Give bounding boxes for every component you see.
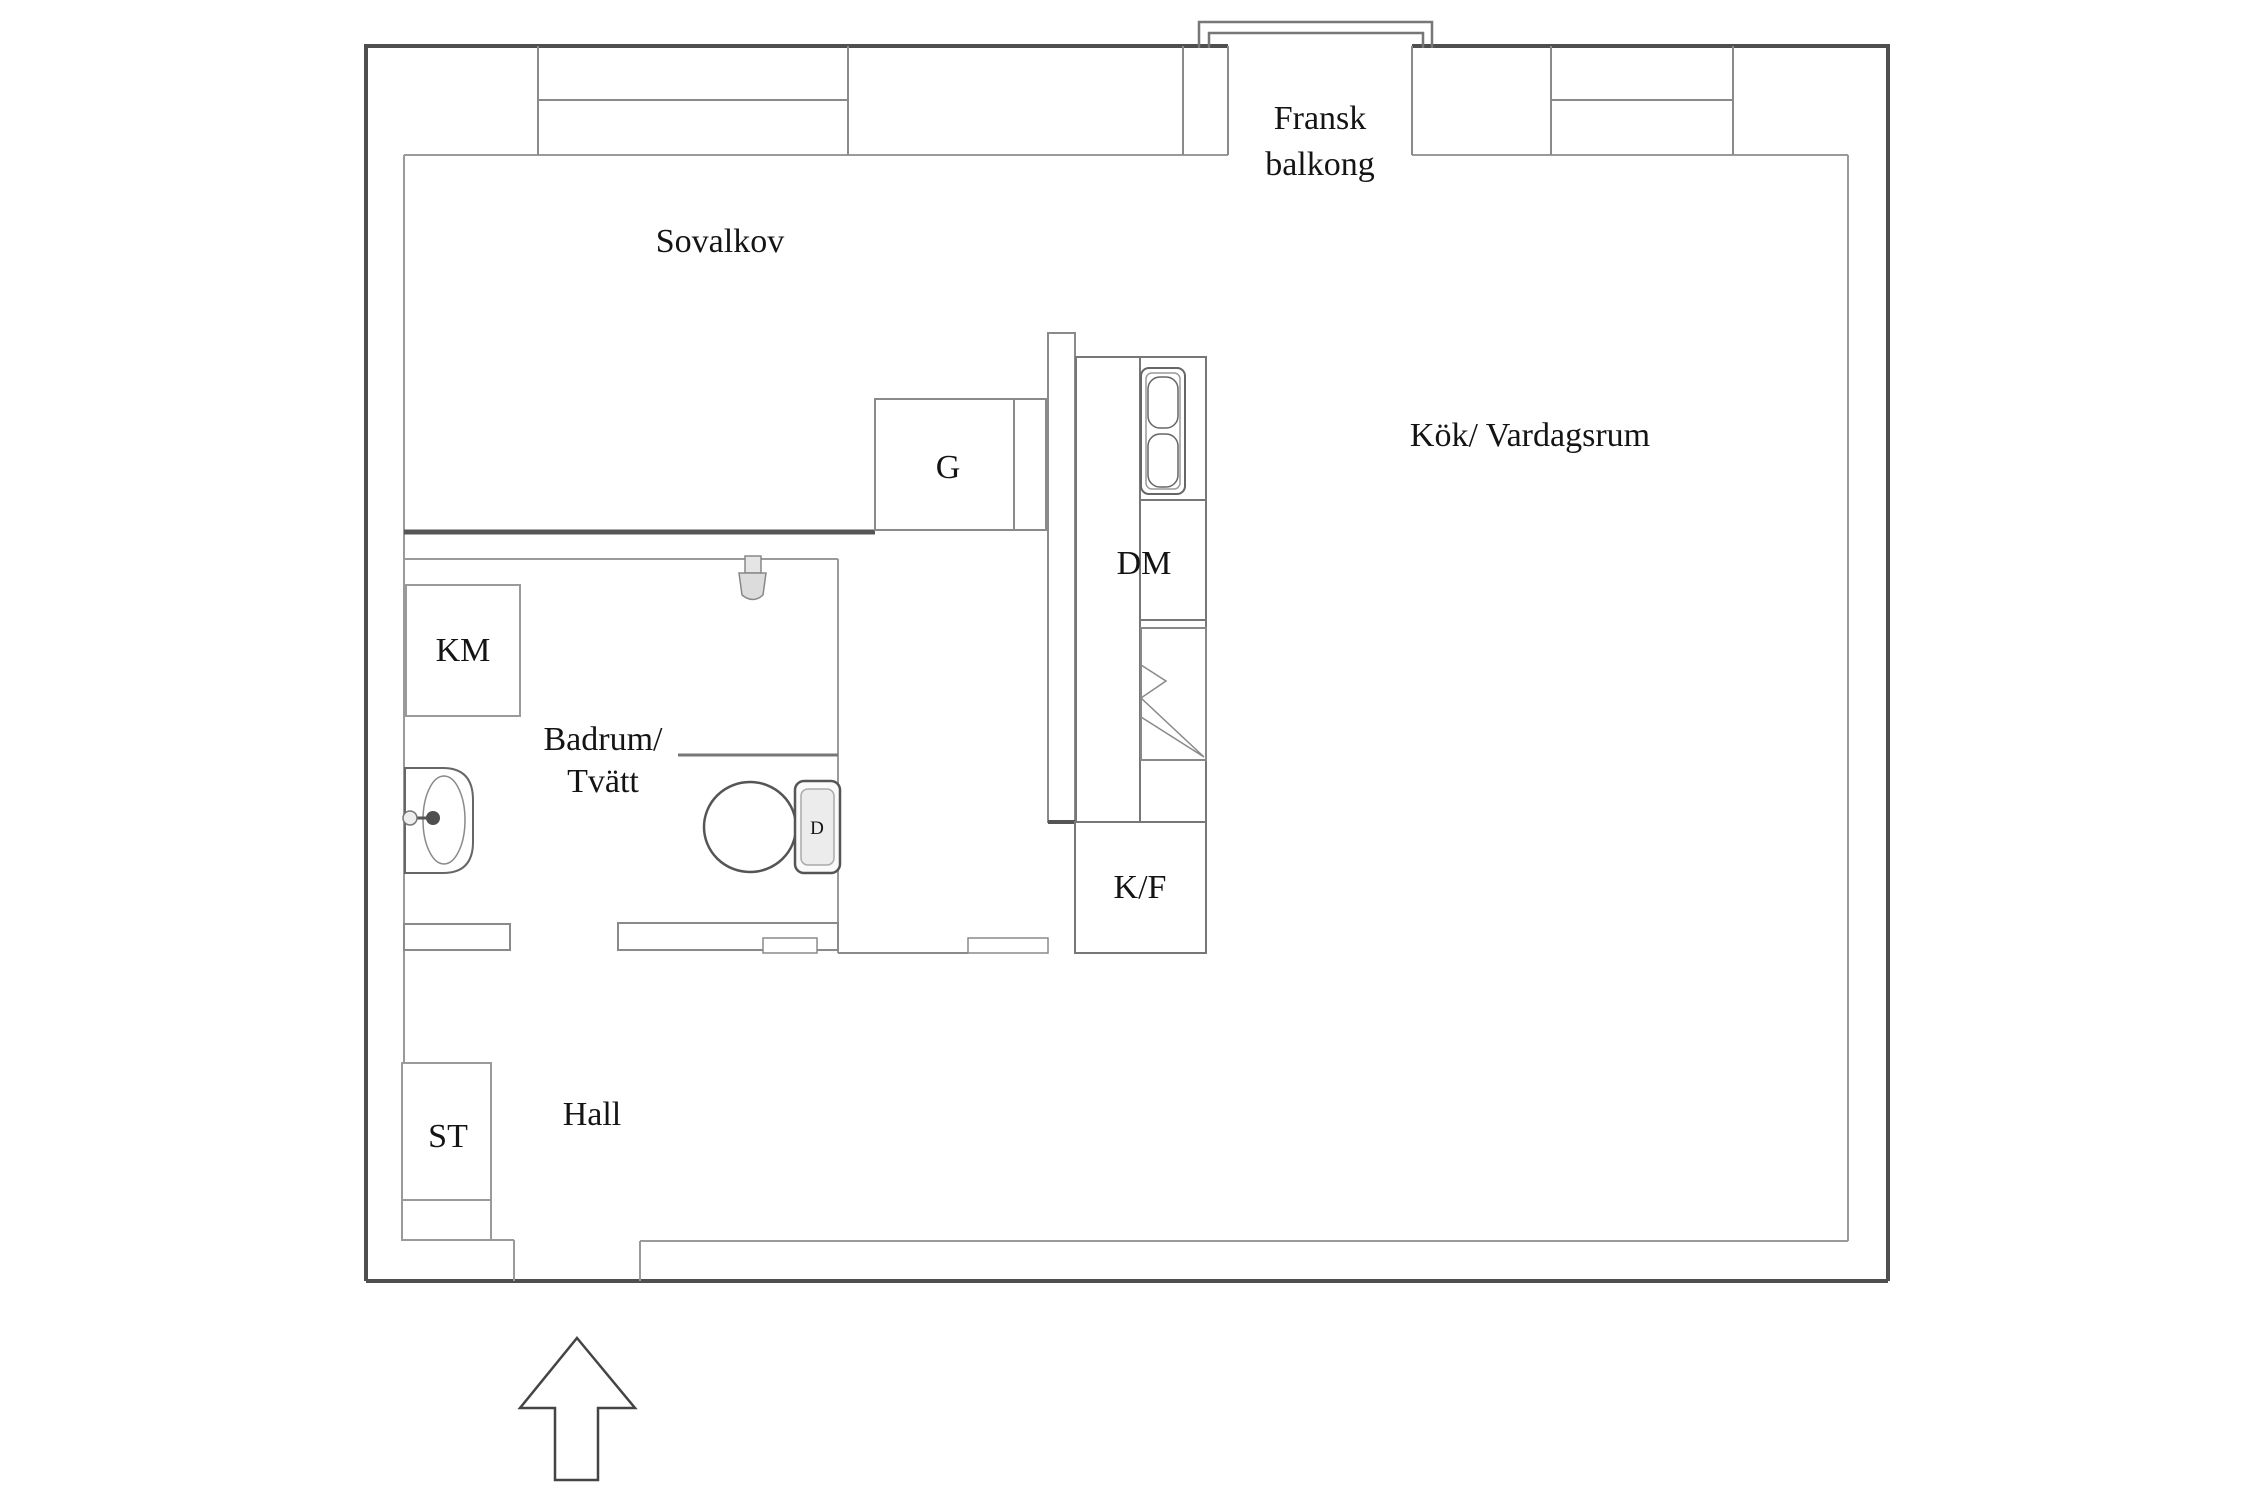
label-wardrobe-g: G bbox=[936, 449, 961, 486]
balcony-railing-outer bbox=[1197, 20, 1434, 48]
toilet-flush-label: D bbox=[810, 818, 824, 839]
wardrobe-g-box bbox=[874, 398, 1047, 531]
washing-machine-box bbox=[405, 584, 521, 717]
st-closet bbox=[401, 1062, 492, 1241]
washbasin-bowl bbox=[422, 775, 466, 865]
outer-walls bbox=[364, 44, 1890, 1283]
bathroom-band-left bbox=[403, 923, 511, 951]
shower-rose bbox=[738, 572, 767, 601]
faucet-knob bbox=[402, 810, 418, 826]
sink-basin-upper bbox=[1147, 376, 1179, 429]
toilet: D bbox=[702, 779, 842, 875]
label-kitchen-living: Kök/ Vardagsrum bbox=[1410, 417, 1650, 454]
label-fridge-freezer: K/F bbox=[1114, 869, 1167, 906]
kitchen-sink bbox=[1140, 367, 1186, 495]
stove-symbol-lines bbox=[1139, 664, 1205, 758]
label-sovalkov: Sovalkov bbox=[656, 223, 784, 260]
label-washing-machine: KM bbox=[436, 632, 491, 669]
label-bathroom-line2: Tvätt bbox=[567, 763, 639, 800]
inner-wall-faces bbox=[403, 154, 1849, 1281]
label-balcony-line1: Fransk bbox=[1274, 100, 1367, 137]
passage-threshold bbox=[967, 937, 1049, 954]
sink-basin-lower bbox=[1147, 433, 1179, 488]
bathroom-threshold-small bbox=[762, 937, 818, 954]
shower-head bbox=[738, 555, 767, 601]
label-bathroom-line1: Badrum/ bbox=[544, 721, 664, 758]
st-closet-box bbox=[401, 1062, 492, 1241]
washbasin bbox=[402, 767, 474, 874]
label-st-closet: ST bbox=[428, 1118, 468, 1155]
balcony-railing-inner bbox=[1207, 31, 1425, 48]
shower-arm bbox=[744, 555, 762, 574]
wardrobe-g bbox=[874, 398, 1047, 531]
label-hall: Hall bbox=[563, 1096, 622, 1133]
top-wall-piers bbox=[537, 46, 1734, 155]
stove-box bbox=[1140, 627, 1207, 761]
toilet-bowl bbox=[702, 780, 798, 874]
french-balcony-railing bbox=[1197, 20, 1434, 48]
stove bbox=[1139, 627, 1207, 761]
entrance-arrow-icon bbox=[517, 1336, 638, 1482]
toilet-tank-inner bbox=[800, 788, 835, 866]
faucet-base bbox=[426, 811, 440, 825]
kitchen-partition-wall bbox=[1047, 332, 1076, 823]
label-balcony-line2: balkong bbox=[1265, 146, 1375, 183]
fridge-freezer-box bbox=[1074, 821, 1207, 954]
label-dishwasher: DM bbox=[1117, 545, 1172, 582]
bathroom-bottom-wall-band bbox=[403, 922, 1049, 954]
